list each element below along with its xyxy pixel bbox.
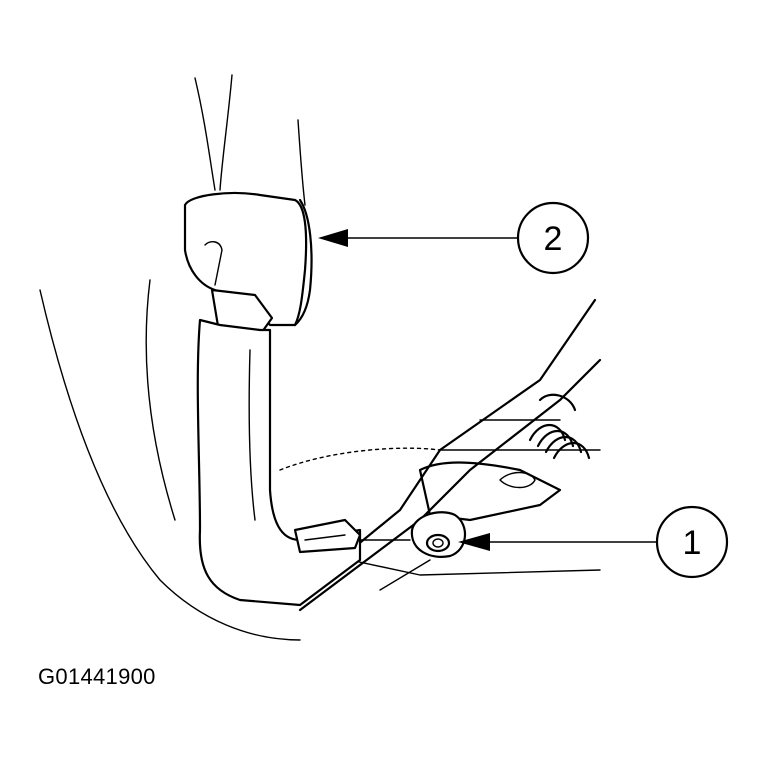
leader-arrow-2 <box>318 229 519 247</box>
callout-2-label: 2 <box>544 220 563 258</box>
callout-1: 1 <box>655 505 729 579</box>
callout-2: 2 <box>516 201 590 275</box>
figure-code: G01441900 <box>38 664 156 689</box>
callout-1-label: 1 <box>683 524 702 562</box>
seat-back-outline <box>39 74 441 641</box>
spring <box>528 393 591 460</box>
buckle-assembly <box>183 191 411 607</box>
leader-arrow-1 <box>458 533 659 551</box>
anchor-bolt <box>410 511 466 558</box>
